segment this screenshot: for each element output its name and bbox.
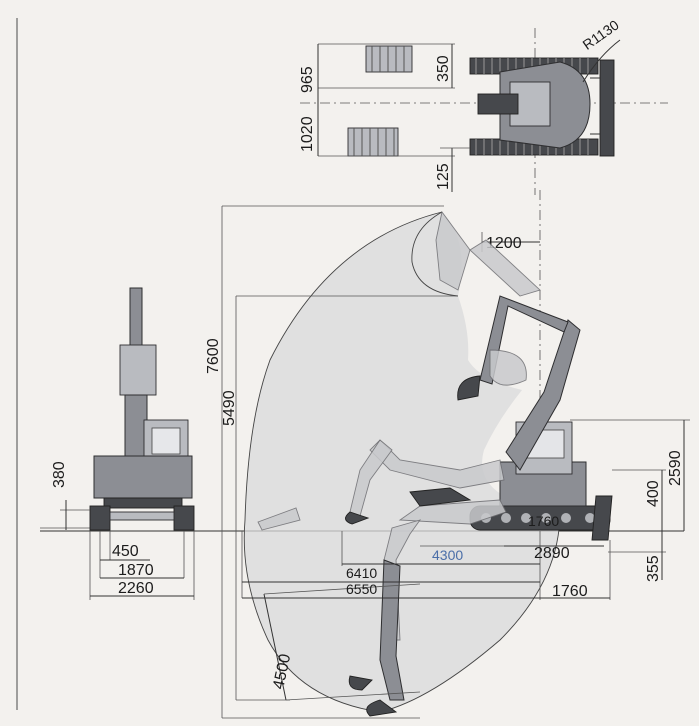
dim-4500: 4500 <box>270 652 294 690</box>
front-track-right <box>173 505 195 531</box>
dim-1760: 1760 <box>552 583 588 600</box>
working-envelope-outline <box>243 211 561 713</box>
side-arm <box>479 295 569 385</box>
ghost-arm-deep <box>379 559 405 701</box>
r1130-leader <box>582 39 621 83</box>
dim-965: 965 <box>299 66 316 93</box>
dim-7600: 7600 <box>205 338 222 374</box>
top-blade <box>599 59 615 157</box>
dim-6550: 6550 <box>346 581 377 597</box>
dim-125: 125 <box>435 163 452 190</box>
r1130-label: R1130 <box>580 17 622 53</box>
dim-6410: 6410 <box>346 565 377 581</box>
side-view: 7600 5490 1200 <box>205 190 690 719</box>
dim-4300: 4300 <box>432 547 463 563</box>
dim-450: 450 <box>112 543 139 560</box>
dim-2260: 2260 <box>118 580 154 597</box>
front-arm <box>129 287 143 349</box>
side-blade <box>591 495 613 541</box>
top-boom-base <box>477 93 519 115</box>
dim-355: 355 <box>645 555 662 582</box>
ghost-bucket-reach <box>257 507 301 531</box>
front-body <box>93 455 193 499</box>
dim-1870: 1870 <box>118 562 154 579</box>
front-arm-cylinder <box>119 344 157 396</box>
ghost-boom-low <box>398 499 507 525</box>
dim-380: 380 <box>51 461 68 488</box>
dim-400: 400 <box>645 480 662 507</box>
side-bucket-ghost <box>489 349 527 386</box>
top-bucket-offset-upper <box>365 45 413 73</box>
dim-1020: 1020 <box>299 116 316 152</box>
dim-350: 350 <box>435 55 452 82</box>
dim-2590: 2590 <box>667 450 684 486</box>
top-view: R1130 965 1020 350 125 <box>299 17 668 195</box>
dim-2890: 2890 <box>534 545 570 562</box>
front-track-left <box>89 505 111 531</box>
ghost-arm-top <box>435 210 471 291</box>
ghost-boom-mid <box>369 439 505 489</box>
dim-1760-blade: 1760 <box>528 513 559 529</box>
ghost-boom-top <box>469 239 541 297</box>
top-bucket-offset-lower <box>347 127 399 157</box>
side-boom <box>505 319 581 471</box>
side-bucket-raised <box>457 375 481 401</box>
dim-5490: 5490 <box>221 390 238 426</box>
